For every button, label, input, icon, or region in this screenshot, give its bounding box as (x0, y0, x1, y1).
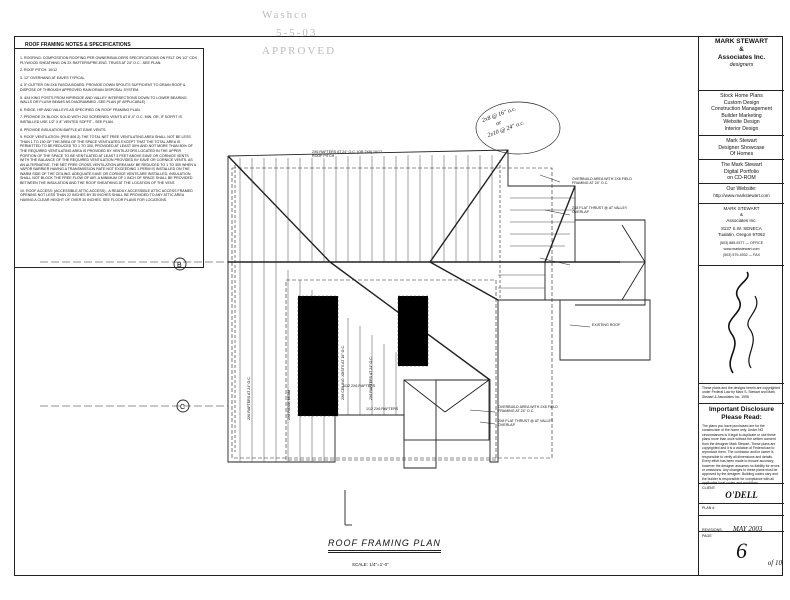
address-line: 8137 S.W. SENECA (721, 226, 762, 232)
vertical-label: 2X6 CEILING JOISTS AT 16" O.C. (341, 345, 345, 400)
overbuild-area (403, 379, 490, 441)
portfolio-line: on CD-ROM (727, 175, 756, 181)
leader-line (539, 257, 571, 266)
company-sub: designers (729, 62, 754, 68)
client-name: O'DELL (725, 490, 758, 500)
stamp-line: Washco (262, 9, 309, 21)
showcase-line: Mark Stewart (726, 138, 757, 144)
service-item: Stock Home Plans (720, 93, 763, 99)
plan-title-text: ROOF FRAMING PLAN (328, 538, 441, 548)
leader-line (479, 421, 496, 425)
hip-line (444, 379, 490, 413)
note-item: 4. 5" GUTTER ON 2X6 FASCIA BOARD. PROVID… (20, 83, 186, 92)
disclosure-text: The plans you have purchased are for the… (702, 424, 780, 486)
note-item: 9. ROOF VENTILATION: (PER 806.2) THE TOT… (20, 135, 197, 186)
rafter-lines (239, 155, 575, 462)
leader-line (544, 209, 571, 216)
hip-line (544, 185, 576, 263)
grid-marker-label: C (180, 404, 185, 411)
portfolio-line: Digital Portfolio (724, 168, 759, 175)
note-item: 5. 4X4 KING POSTS FROM HIP/RIDGE AND VAL… (20, 95, 187, 105)
page-total: of 10 (767, 559, 782, 567)
note-item: 10. ROOF ACCESS: (ACCESSIBLE ATTIC ACCES… (20, 188, 193, 202)
callout-rafters-top: 2X6 RAFTERS AT 24" O.C. (OR 2X8) 10/12 R… (312, 150, 383, 159)
drawing-border (14, 36, 783, 576)
signature-area (699, 266, 784, 384)
company-name: & (739, 46, 744, 53)
note-item: 2. ROOF PITCH: 10/12 (20, 68, 58, 73)
gable-hip (621, 224, 646, 301)
note-item: 1. ROOFING: COMPOSITION ROOFING PER OWNE… (20, 56, 197, 65)
callout-valley-top: 2X8 FLAT THRUST @ AT VALLEY OVERLAP (572, 206, 628, 215)
company-name: Associates Inc. (717, 54, 766, 61)
wall-outline (231, 167, 553, 459)
callout-valley-bottom: 2X8 FLAT THRUST @ AT VALLEY OVERLAP (498, 419, 554, 428)
callout-existing-roof: EXISTING ROOF (592, 323, 621, 327)
showcase-line: Of Homes (729, 151, 754, 157)
service-item: Website Design (723, 119, 760, 125)
address-line: MARK STEWART (723, 206, 760, 211)
vertical-label: 2X8 RIDGE BEAM (287, 390, 291, 420)
page-label: PAGE (702, 534, 712, 538)
note-item: 7. PROVIDE 2x BLOCK SOLID WITH 2x2 SCREE… (20, 115, 182, 124)
plan-scale: SCALE: 1/4"=1'-0" (352, 562, 389, 567)
hip-line (227, 155, 331, 263)
roof-framing-notes: 1. ROOFING: COMPOSITION ROOFING PER OWNE… (14, 48, 204, 268)
phone-line: www.markstewart.com (723, 246, 760, 251)
page-number: 6 (736, 538, 747, 563)
service-item: Construction Management (711, 106, 772, 112)
plan-title: ROOF FRAMING PLAN (328, 538, 441, 553)
vertical-label: 2X6 RAFTERS AT 24" O.C. (369, 356, 373, 400)
handwritten-circle (475, 101, 561, 155)
disclosure-heading: Please Read: (721, 414, 762, 421)
showcase-line: Designer Showcase (718, 144, 765, 151)
leader-line (469, 409, 496, 413)
address-line: & (739, 211, 743, 217)
revision-date: MAY 2003 (733, 525, 763, 533)
stamp-line: APPROVED (262, 45, 337, 57)
notes-title: ROOF FRAMING NOTES & SPECIFICATIONS (22, 42, 134, 48)
website-label: Our Website: (726, 186, 757, 192)
client-label: CLIENT: (702, 486, 716, 490)
callout-rafters-b: 1/12 2X6 RAFTERS (366, 407, 399, 411)
note-item: 6. RIDGE, HIP AND VALLEYS AS SPECIFIED O… (20, 107, 141, 112)
hip-line (429, 149, 509, 263)
note-item: 8. PROVIDE INSULATION BAFFLE AT EAVE VEN… (20, 127, 107, 132)
wall-outline (285, 279, 497, 461)
grid-marker (173, 257, 187, 271)
grid-marker (176, 399, 190, 413)
grid-marker-label: B (177, 262, 182, 269)
leader-line (539, 174, 561, 183)
title-block: MARK STEWART & Associates Inc. designers… (698, 36, 784, 576)
phone-line: (503) 579-4932 — FAX (723, 252, 760, 257)
address-line: Associates Inc. (726, 217, 757, 223)
service-item: Builder Marketing (721, 112, 762, 119)
disclosure-heading: Important Disclosure (708, 406, 774, 413)
service-item: Custom Design (723, 99, 760, 106)
hip-line (403, 379, 446, 413)
leader-line (569, 324, 591, 328)
designer-signature (727, 271, 757, 374)
phone-line: (503) 885-9377 — OFFICE (719, 240, 764, 245)
revisions-label: REVISIONS: (702, 528, 723, 532)
lower-wing-outline (498, 299, 651, 361)
callout-overbuild-top: OVERBUILD AREA WITH 2X6 FIELD FRAMING AT… (572, 177, 632, 186)
company-name: MARK STEWART (714, 38, 769, 45)
hip-line (429, 261, 499, 301)
plan-number-label: PLAN # (702, 506, 715, 510)
address-line: Tualatin, Oregon 97062 (717, 232, 766, 238)
vertical-label: 2X6 RAFTERS AT 24" O.C. (247, 376, 251, 420)
callout-overbuild-bottom: OVERBUILD AREA WITH 2X6 FIELD FRAMING AT… (498, 405, 558, 414)
callout-rafters-a: 1/12 2X6 RAFTERS (343, 384, 376, 388)
note-item: 3. 12" OVERHANG AT EAVES TYPICAL (20, 75, 85, 80)
service-item: Interior Design (724, 125, 759, 132)
copyright-note: These plans and the designs herein are c… (702, 386, 781, 399)
portfolio-line: The Mark Stewart (721, 162, 762, 168)
website-link: http://www.markstewart.com (713, 192, 770, 198)
